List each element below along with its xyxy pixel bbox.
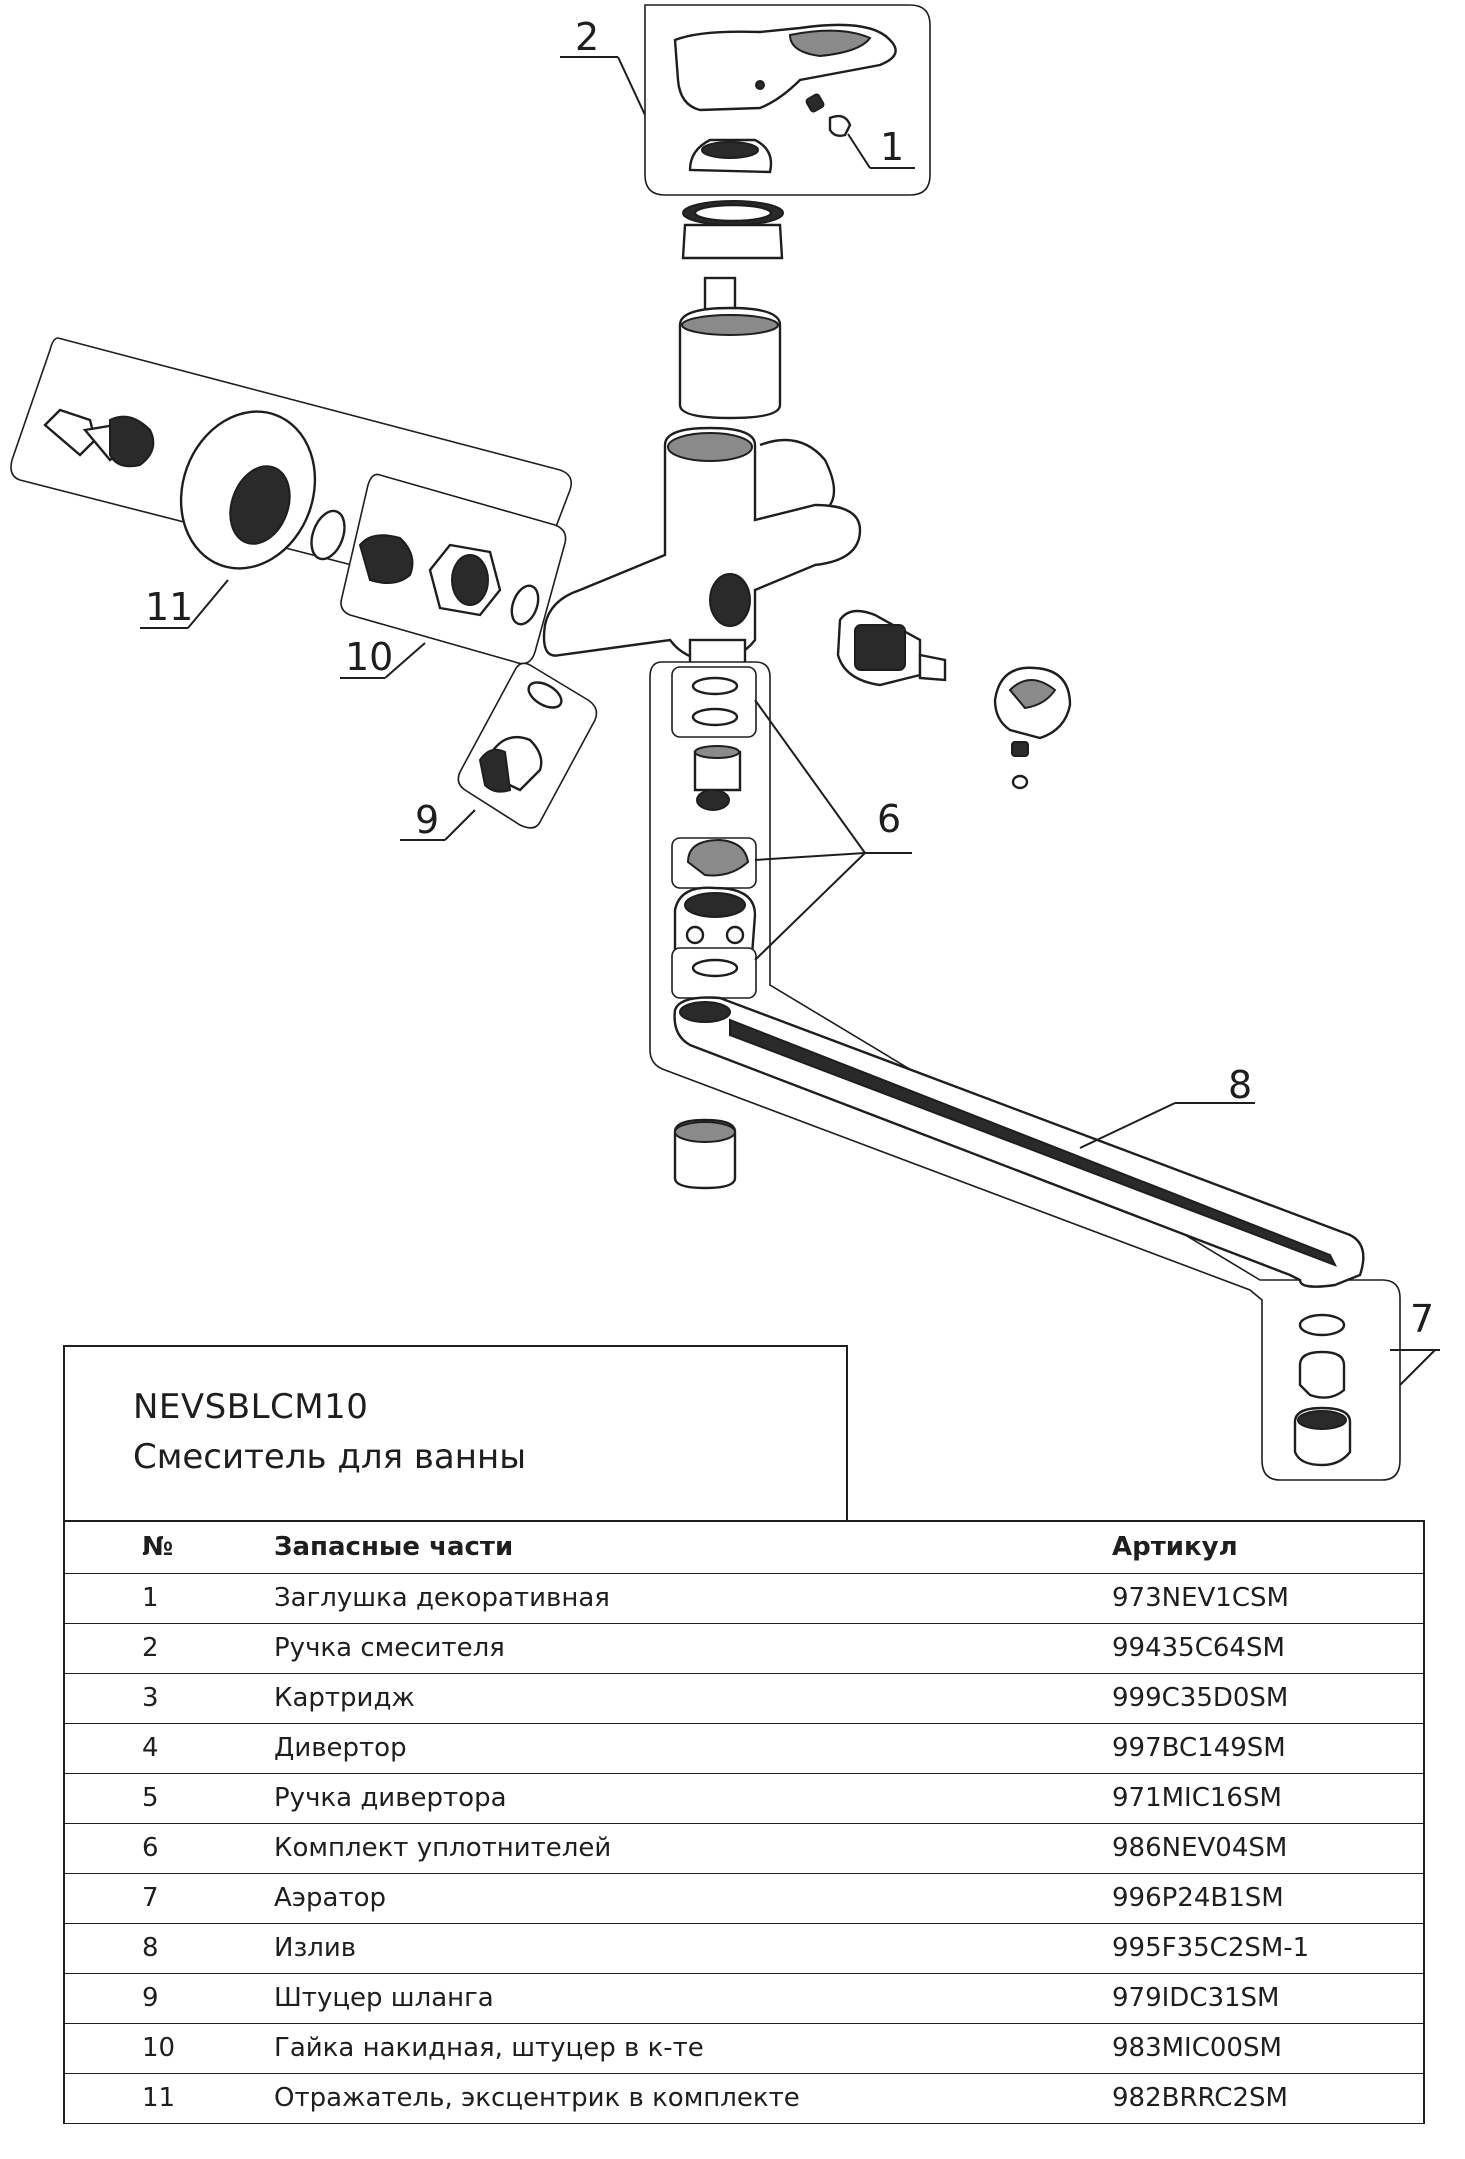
part-number: 4	[64, 1722, 274, 1773]
callout-11: 11	[145, 585, 193, 629]
seal-set-group	[649, 661, 1401, 1481]
callout-2: 2	[575, 15, 599, 59]
header-part-name: Запасные части	[274, 1520, 1112, 1573]
part-number: 6	[64, 1822, 274, 1873]
part-number: 7	[64, 1872, 274, 1923]
part-number: 8	[64, 1922, 274, 1973]
table-header-row: № Запасные части Артикул	[64, 1520, 1424, 1573]
part-number: 1	[64, 1572, 274, 1623]
part-sku: 971MIC16SM	[1112, 1772, 1424, 1823]
header-sku: Артикул	[1112, 1520, 1424, 1573]
callout-9: 9	[415, 798, 439, 842]
union-nut-group	[340, 473, 567, 679]
part-name: Излив	[274, 1922, 1112, 1973]
part-sku: 986NEV04SM	[1112, 1822, 1424, 1873]
part-name: Штуцер шланга	[274, 1972, 1112, 2023]
spout-group	[673, 996, 1365, 1288]
part-name: Ручка дивертора	[274, 1772, 1112, 1823]
sleeve-part	[673, 1118, 737, 1190]
exploded-parts-diagram: 1 2 6 7 8 9 10 11	[10, 4, 1440, 1481]
part-name: Дивертор	[274, 1722, 1112, 1773]
part-sku: 983MIC00SM	[1112, 2022, 1424, 2073]
model-code: NEVSBLCM10	[133, 1387, 369, 1427]
part-sku: 973NEV1CSM	[1112, 1572, 1424, 1623]
part-number: 11	[64, 2072, 274, 2124]
part-number: 10	[64, 2022, 274, 2073]
part-number: 9	[64, 1972, 274, 2023]
part-name: Комплект уплотнителей	[274, 1822, 1112, 1873]
callout-8: 8	[1228, 1063, 1252, 1107]
part-name: Картридж	[274, 1672, 1112, 1723]
aerator-group	[1293, 1313, 1440, 1467]
part-sku: 979IDC31SM	[1112, 1972, 1424, 2023]
part-sku: 99435C64SM	[1112, 1622, 1424, 1673]
part-sku: 995F35C2SM-1	[1112, 1922, 1424, 1973]
part-number: 3	[64, 1672, 274, 1723]
cartridge-group	[678, 200, 784, 420]
part-number: 2	[64, 1622, 274, 1673]
part-number: 5	[64, 1772, 274, 1823]
part-sku: 996P24B1SM	[1112, 1872, 1424, 1923]
part-name: Аэратор	[274, 1872, 1112, 1923]
part-name: Заглушка декоративная	[274, 1572, 1112, 1623]
part-name: Гайка накидная, штуцер в к-те	[274, 2022, 1112, 2073]
diverter-group	[836, 609, 1072, 790]
part-name: Отражатель, эксцентрик в комплекте	[274, 2072, 1112, 2124]
title-block: NEVSBLCM10 Смеситель для ванны	[63, 1345, 848, 1520]
part-sku: 997BC149SM	[1112, 1722, 1424, 1773]
hose-connector-group	[400, 662, 598, 841]
part-sku: 999C35D0SM	[1112, 1672, 1424, 1723]
callout-6: 6	[877, 797, 901, 841]
header-number: №	[64, 1520, 274, 1573]
callout-1: 1	[880, 125, 904, 169]
product-name: Смеситель для ванны	[133, 1437, 527, 1477]
callout-10: 10	[345, 635, 393, 679]
handle-group	[560, 4, 931, 196]
part-name: Ручка смесителя	[274, 1622, 1112, 1673]
mixer-body	[542, 426, 862, 667]
part-sku: 982BRRC2SM	[1112, 2072, 1424, 2124]
callout-7: 7	[1410, 1297, 1434, 1341]
